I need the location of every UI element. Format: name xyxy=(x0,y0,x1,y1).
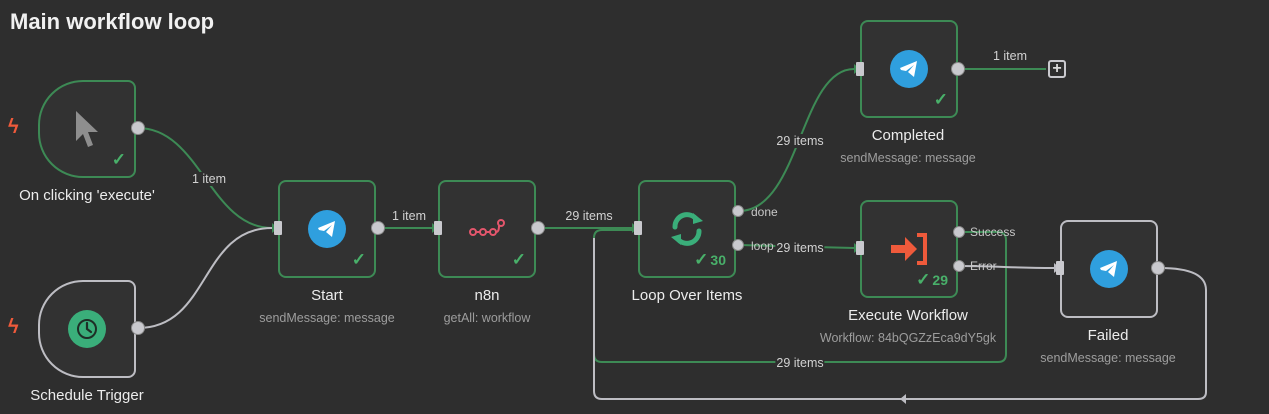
output-label-error: Error xyxy=(970,259,997,273)
connection-label: 29 items xyxy=(775,134,825,148)
loop-icon xyxy=(667,209,707,249)
node-failed[interactable] xyxy=(1060,220,1158,318)
node-subtitle: sendMessage: message xyxy=(1040,351,1176,365)
output-label-loop: loop xyxy=(751,239,774,253)
success-check-icon: ✓29 xyxy=(916,270,948,289)
trigger-bolt-icon: ϟ xyxy=(8,116,19,138)
node-subtitle: getAll: workflow xyxy=(443,311,531,325)
connection-failed-back xyxy=(593,238,1207,400)
telegram-icon xyxy=(1090,250,1128,288)
node-start[interactable]: ✓ xyxy=(278,180,376,278)
node-subtitle: sendMessage: message xyxy=(259,311,395,325)
connection-label: 1 item xyxy=(991,49,1029,63)
node-label: n8n xyxy=(474,287,500,304)
add-node-plus-icon[interactable]: + xyxy=(1048,60,1066,78)
success-check-icon: ✓ xyxy=(933,90,948,109)
connection-error-to-failed xyxy=(959,265,1055,269)
node-label: Failed xyxy=(1087,327,1129,344)
node-loop-over-items[interactable]: ✓30 xyxy=(638,180,736,278)
node-label: Execute Workflow xyxy=(848,307,968,324)
success-check-icon: ✓ xyxy=(111,150,126,169)
output-port[interactable] xyxy=(131,321,145,335)
workflow-title: Main workflow loop xyxy=(10,9,215,34)
n8n-logo-icon xyxy=(469,218,505,240)
success-check-icon: ✓ xyxy=(351,250,366,269)
input-port[interactable] xyxy=(274,221,282,235)
node-execute-workflow[interactable]: ✓29 xyxy=(860,200,958,298)
output-port[interactable] xyxy=(531,221,545,235)
node-label: Start xyxy=(311,287,343,304)
telegram-icon xyxy=(308,210,346,248)
node-n8n[interactable]: ✓ xyxy=(438,180,536,278)
input-port[interactable] xyxy=(1056,261,1064,275)
output-port[interactable] xyxy=(951,62,965,76)
output-port-done[interactable] xyxy=(732,205,744,217)
node-manual-trigger[interactable]: ✓ xyxy=(38,80,136,178)
output-port[interactable] xyxy=(131,121,145,135)
node-subtitle: Workflow: 84bQGZzEca9dY5gk xyxy=(819,331,997,345)
success-check-icon: ✓ xyxy=(511,250,526,269)
cursor-icon xyxy=(72,109,102,149)
output-label-success: Success xyxy=(970,225,1016,239)
run-count: 29 xyxy=(932,272,948,288)
node-subtitle: sendMessage: message xyxy=(840,151,976,165)
connection-label: 1 item xyxy=(190,172,228,186)
node-completed[interactable]: ✓ xyxy=(860,20,958,118)
node-label: Schedule Trigger xyxy=(30,387,144,404)
output-label-done: done xyxy=(751,205,778,219)
output-port[interactable] xyxy=(1151,261,1165,275)
clock-icon xyxy=(68,310,106,348)
run-count: 30 xyxy=(710,252,726,268)
node-label: On clicking 'execute' xyxy=(19,187,155,204)
telegram-icon xyxy=(890,50,928,88)
trigger-bolt-icon: ϟ xyxy=(8,316,19,338)
connection-label: 29 items xyxy=(775,356,825,370)
input-port[interactable] xyxy=(434,221,442,235)
input-port[interactable] xyxy=(856,241,864,255)
connection-label: 29 items xyxy=(775,241,825,255)
input-port[interactable] xyxy=(634,221,642,235)
output-port-success[interactable] xyxy=(953,226,965,238)
connection-schedule-to-start xyxy=(137,227,273,329)
connection-label: 29 items xyxy=(564,209,614,223)
output-port[interactable] xyxy=(371,221,385,235)
connection-label: 1 item xyxy=(390,209,428,223)
node-label: Completed xyxy=(871,127,945,144)
output-port-loop[interactable] xyxy=(732,239,744,251)
output-port-error[interactable] xyxy=(953,260,965,272)
input-port[interactable] xyxy=(856,62,864,76)
success-check-icon: ✓30 xyxy=(694,250,726,269)
node-schedule-trigger[interactable] xyxy=(38,280,136,378)
node-label: Loop Over Items xyxy=(631,287,743,304)
execute-workflow-icon xyxy=(889,231,929,267)
